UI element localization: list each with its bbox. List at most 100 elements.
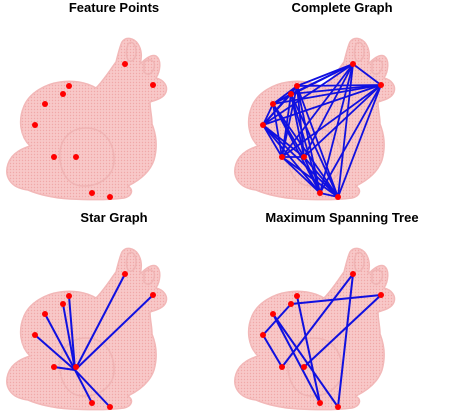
feature-point xyxy=(335,404,341,410)
feature-point xyxy=(89,190,95,196)
graph-edge xyxy=(290,93,321,194)
feature-point xyxy=(51,364,57,370)
feature-point xyxy=(260,122,266,128)
feature-point xyxy=(60,301,66,307)
graph-edge xyxy=(262,334,283,368)
panel-star-graph: Star Graph xyxy=(0,210,228,420)
feature-point xyxy=(279,154,285,160)
feature-point xyxy=(335,194,341,200)
bunny-silhouette xyxy=(234,37,396,201)
feature-point xyxy=(107,194,113,200)
graph-edge xyxy=(290,84,382,95)
bunny-contour xyxy=(371,269,384,285)
feature-point xyxy=(66,293,72,299)
feature-point xyxy=(294,83,300,89)
graph-edge xyxy=(74,294,154,371)
graph-edge xyxy=(337,84,382,198)
feature-point xyxy=(73,364,79,370)
graph-edge xyxy=(262,124,321,194)
bunny-silhouette xyxy=(6,247,168,411)
graph-edge xyxy=(303,156,339,198)
feature-point xyxy=(42,101,48,107)
panel-title: Star Graph xyxy=(80,210,148,225)
graph-edge xyxy=(281,156,321,194)
bunny-silhouette xyxy=(234,247,396,411)
graph-edge xyxy=(281,84,382,158)
graph-edge xyxy=(34,334,76,371)
bunny-contour xyxy=(125,41,137,63)
feature-point xyxy=(89,400,95,406)
panel-title: Maximum Spanning Tree xyxy=(265,210,419,225)
feature-point xyxy=(32,122,38,128)
graph-edge xyxy=(74,369,111,408)
graph-edge xyxy=(272,313,339,408)
feature-point xyxy=(42,311,48,317)
feature-point xyxy=(288,301,294,307)
feature-point xyxy=(107,404,113,410)
graph-edge xyxy=(303,294,382,368)
bunny-contour xyxy=(143,59,156,75)
graph-edge xyxy=(262,103,274,126)
graph-edge xyxy=(337,273,354,408)
feature-point xyxy=(301,154,307,160)
feature-point xyxy=(279,364,285,370)
feature-point xyxy=(122,271,128,277)
feature-point xyxy=(350,61,356,67)
feature-point xyxy=(317,190,323,196)
graph-edge xyxy=(74,273,126,371)
graph-edge xyxy=(290,294,382,305)
feature-point xyxy=(51,154,57,160)
graph-edge xyxy=(296,295,321,404)
graph-edge xyxy=(272,84,382,105)
graph-edge xyxy=(74,369,93,404)
bunny-figure xyxy=(6,247,168,411)
graph-edge xyxy=(62,303,76,371)
graph-edge xyxy=(296,85,339,198)
bunny-figure xyxy=(234,247,396,411)
graph-edge xyxy=(281,63,354,158)
graph-edge xyxy=(262,124,283,158)
graph-edge xyxy=(352,63,382,86)
graph-edge xyxy=(262,124,339,198)
graph-edge xyxy=(272,313,321,404)
feature-point xyxy=(301,364,307,370)
feature-point xyxy=(150,292,156,298)
feature-point xyxy=(122,61,128,67)
bunny-silhouette xyxy=(6,37,168,201)
graph-edge xyxy=(68,295,76,371)
graph-edge xyxy=(272,103,283,158)
graph-edge xyxy=(290,93,339,198)
graph-edge xyxy=(303,84,382,158)
feature-point xyxy=(270,101,276,107)
graph-edge xyxy=(296,84,382,87)
graph-edge xyxy=(303,156,321,194)
graph-edge xyxy=(272,103,339,198)
graph-edge xyxy=(272,93,292,105)
panel-title: Feature Points xyxy=(68,0,160,15)
panel-title: Complete Graph xyxy=(291,0,393,15)
feature-point xyxy=(378,292,384,298)
feature-point xyxy=(270,311,276,317)
bunny-contour xyxy=(353,41,365,63)
feature-point xyxy=(32,332,38,338)
bunny-figure xyxy=(6,37,168,201)
feature-point xyxy=(350,271,356,277)
graph-edge xyxy=(281,156,339,198)
graph-edge xyxy=(44,313,76,371)
graph-edge xyxy=(319,192,339,198)
panel-feature-points: Feature Points xyxy=(0,0,228,210)
panel-maximum-spanning-tree: Maximum Spanning Tree xyxy=(228,210,456,420)
feature-point xyxy=(66,83,72,89)
bunny-figure xyxy=(234,37,396,201)
bunny-contour xyxy=(59,127,115,187)
bunny-contour xyxy=(143,269,156,285)
feature-point xyxy=(378,82,384,88)
feature-point xyxy=(294,293,300,299)
feature-point xyxy=(288,91,294,97)
feature-point xyxy=(150,82,156,88)
panel-complete-graph: Complete Graph xyxy=(228,0,456,210)
feature-point xyxy=(73,154,79,160)
feature-point xyxy=(260,332,266,338)
feature-point xyxy=(60,91,66,97)
bunny-contour xyxy=(125,251,137,273)
